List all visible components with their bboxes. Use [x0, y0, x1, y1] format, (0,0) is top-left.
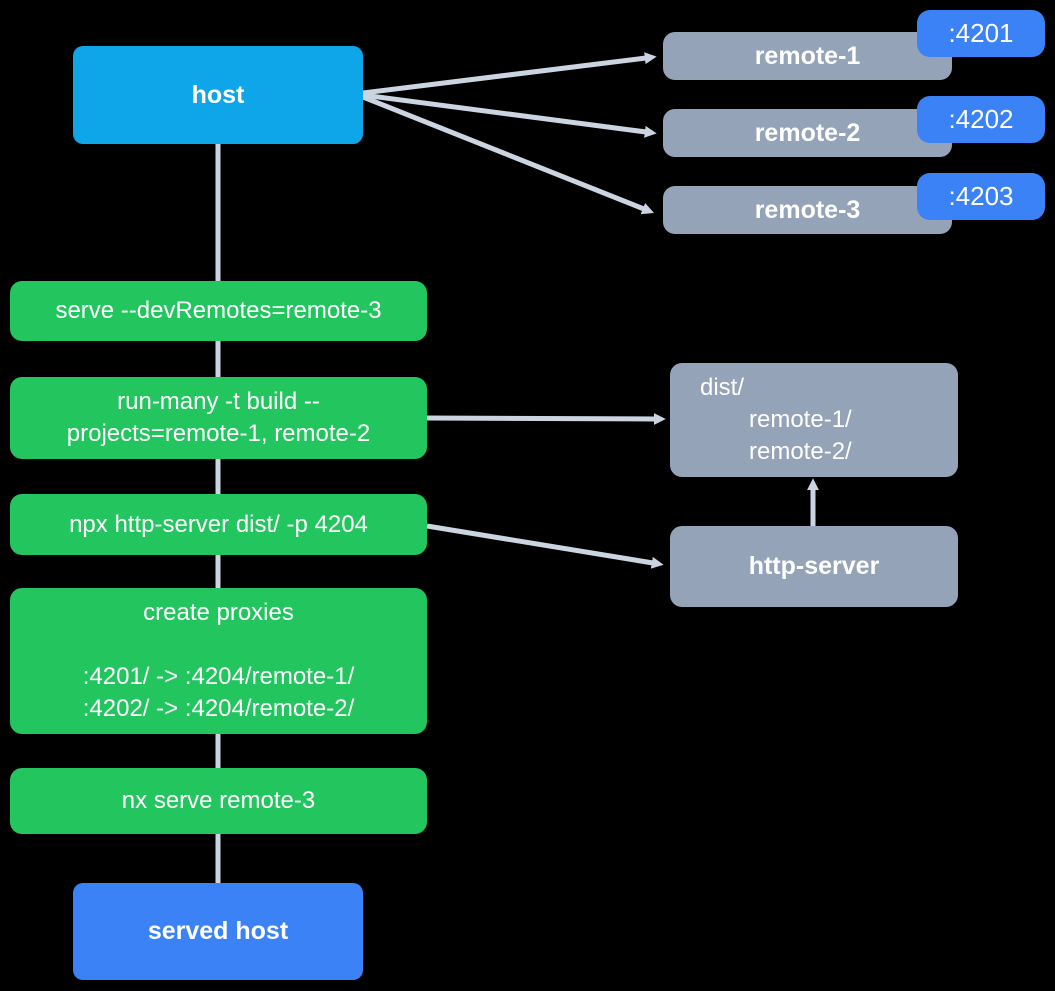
port-badge-4202: :4202: [917, 96, 1045, 143]
dist-folder-node: dist/ remote-1/ remote-2/: [670, 363, 958, 477]
port-4201-label: :4201: [948, 18, 1014, 48]
remote-2-label: remote-2: [754, 118, 861, 147]
command-nx-serve-remote-3: nx serve remote-3: [10, 768, 427, 834]
remote-3-label: remote-3: [754, 195, 861, 224]
arrow-npx-to-http-server: [426, 523, 664, 569]
arrow-host-to-remote-2: [362, 92, 657, 138]
port-4202-label: :4202: [948, 104, 1014, 134]
command-text: nx serve remote-3: [121, 787, 316, 814]
command-serve-devremotes: serve --devRemotes=remote-3: [10, 281, 427, 341]
port-badge-4201: :4201: [917, 10, 1045, 57]
port-4203-label: :4203: [948, 181, 1014, 211]
dist-remote-1-label: remote-1/: [749, 406, 852, 433]
command-create-proxies: create proxies :4201/ -> :4204/remote-1/…: [10, 588, 427, 734]
http-server-node: http-server: [670, 526, 958, 607]
http-server-label: http-server: [748, 552, 880, 580]
command-npx-http-server: npx http-server dist/ -p 4204: [10, 494, 427, 555]
arrow-build-to-dist: [426, 412, 666, 425]
remote-3-node: remote-3: [663, 186, 952, 234]
command-text-line-2: projects=remote-1, remote-2: [66, 420, 371, 447]
command-text-line-4: :4202/ -> :4204/remote-2/: [82, 695, 355, 722]
arrow-host-to-remote-3: [362, 94, 655, 215]
host-node: host: [73, 46, 363, 144]
served-host-node: served host: [73, 883, 363, 980]
dist-root-label: dist/: [700, 374, 745, 401]
remote-1-node: remote-1: [663, 32, 952, 80]
remote-1-label: remote-1: [754, 41, 861, 70]
remote-2-node: remote-2: [663, 109, 952, 157]
command-text-line-1: run-many -t build --: [117, 388, 320, 415]
command-text: serve --devRemotes=remote-3: [55, 297, 382, 324]
command-text-line-1: create proxies: [143, 599, 294, 626]
dist-remote-2-label: remote-2/: [749, 438, 852, 465]
port-badge-4203: :4203: [917, 173, 1045, 220]
served-host-label: served host: [147, 917, 289, 945]
command-text-line-3: :4201/ -> :4204/remote-1/: [82, 663, 355, 690]
host-label: host: [191, 80, 245, 109]
command-text: npx http-server dist/ -p 4204: [69, 510, 368, 538]
command-run-many-build: run-many -t build -- projects=remote-1, …: [10, 377, 427, 459]
arrow-host-to-remote-1: [362, 52, 657, 96]
